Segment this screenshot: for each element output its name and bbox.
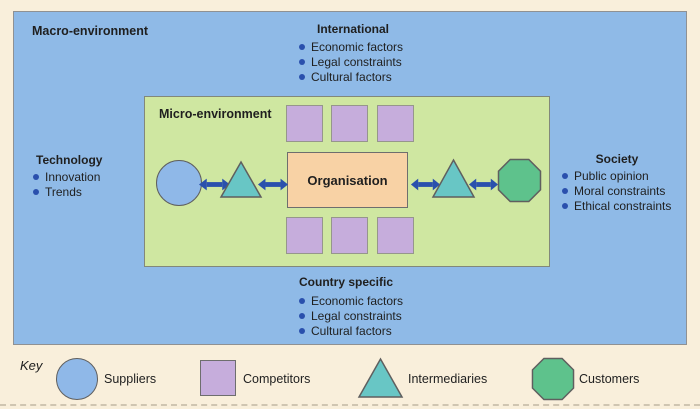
bullet-icon — [33, 188, 39, 195]
bullet-item: Legal constraints — [299, 54, 403, 69]
bullet-item: Cultural factors — [299, 323, 403, 338]
intermediaries-key-triangle-icon — [357, 357, 404, 398]
double-arrow-icon — [410, 178, 441, 191]
section-technology-title: Technology — [36, 153, 103, 167]
bullet-icon — [33, 173, 39, 180]
section-international-title: International — [316, 22, 389, 36]
competitor-square-icon — [377, 217, 414, 254]
bullet-icon — [299, 297, 305, 304]
bullet-item: Economic factors — [299, 293, 403, 308]
page-edge-divider — [0, 404, 700, 406]
bullet-icon — [562, 172, 568, 179]
bullet-icon — [562, 202, 568, 209]
macro-environment-label: Macro-environment — [32, 24, 148, 38]
customers-key-label: Customers — [579, 372, 640, 386]
double-arrow-icon — [198, 178, 231, 191]
bullet-item: Trends — [33, 184, 100, 199]
competitor-square-icon — [377, 105, 414, 142]
organisation-label: Organisation — [307, 172, 388, 188]
competitor-square-icon — [331, 105, 368, 142]
micro-environment-box: Micro-environment Organisation — [144, 96, 550, 267]
competitors-key-label: Competitors — [243, 372, 311, 386]
double-arrow-icon — [468, 178, 499, 191]
micro-environment-label: Micro-environment — [159, 107, 272, 121]
section-technology-list: Innovation Trends — [33, 169, 100, 199]
intermediaries-key-label: Intermediaries — [408, 372, 488, 386]
intermediary-triangle-icon — [431, 158, 476, 198]
suppliers-key-label: Suppliers — [104, 372, 157, 386]
competitor-square-icon — [331, 217, 368, 254]
bullet-item: Ethical constraints — [562, 198, 671, 213]
bullet-icon — [299, 327, 305, 334]
organisation-box: Organisation — [287, 152, 408, 208]
bullet-icon — [299, 312, 305, 319]
bullet-item: Public opinion — [562, 168, 671, 183]
bullet-item: Moral constraints — [562, 183, 671, 198]
bullet-item: Economic factors — [299, 39, 403, 54]
competitor-square-icon — [286, 217, 323, 254]
section-society-title: Society — [595, 152, 639, 166]
key-label: Key — [20, 358, 43, 373]
intermediary-triangle-icon — [219, 160, 263, 198]
bullet-icon — [299, 58, 305, 65]
macro-environment-box: Macro-environment International Economic… — [13, 11, 687, 345]
suppliers-key-circle-icon — [56, 358, 98, 400]
section-international-list: Economic factors Legal constraints Cultu… — [299, 39, 403, 84]
supplier-circle-icon — [156, 160, 202, 206]
section-country-specific-title: Country specific — [299, 275, 394, 289]
bullet-icon — [299, 73, 305, 80]
competitor-square-icon — [286, 105, 323, 142]
customer-octagon-icon — [497, 158, 542, 203]
customers-key-octagon-icon — [531, 357, 575, 401]
section-country-specific-list: Economic factors Legal constraints Cultu… — [299, 293, 403, 338]
section-society-list: Public opinion Moral constraints Ethical… — [562, 168, 671, 213]
bullet-item: Innovation — [33, 169, 100, 184]
bullet-item: Cultural factors — [299, 69, 403, 84]
bullet-icon — [562, 187, 568, 194]
double-arrow-icon — [257, 178, 289, 191]
competitors-key-square-icon — [200, 360, 236, 396]
bullet-icon — [299, 43, 305, 50]
bullet-item: Legal constraints — [299, 308, 403, 323]
